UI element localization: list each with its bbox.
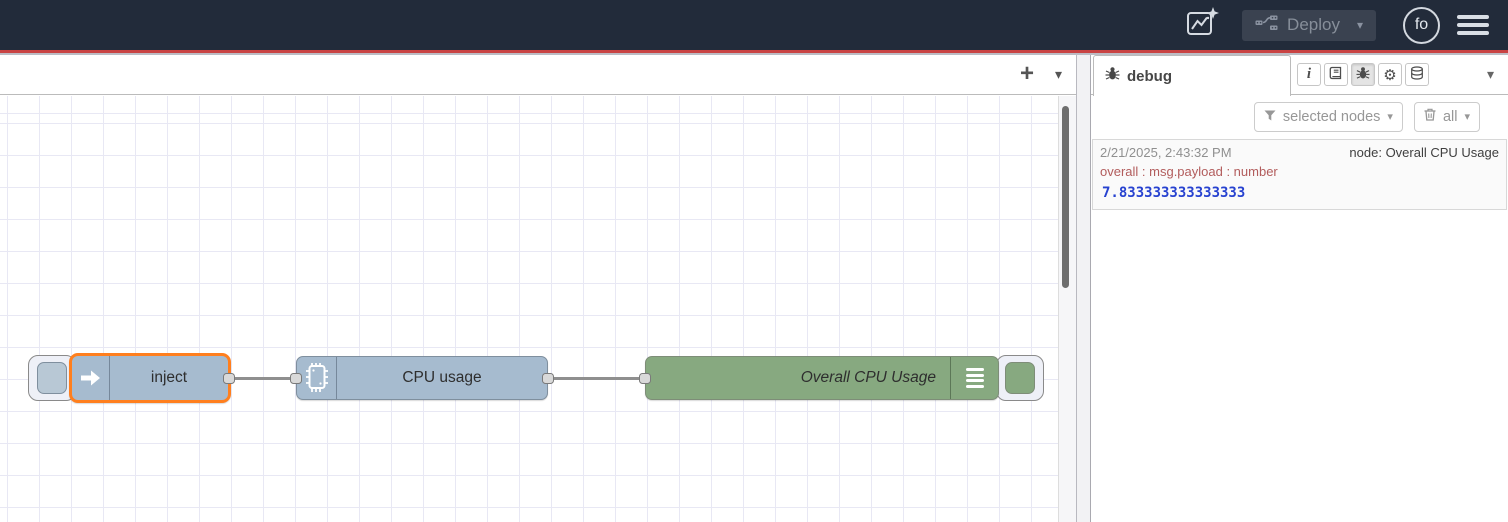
- main-area: + ▾ inject: [0, 55, 1508, 522]
- debug-toolbar: selected nodes ▾ all ▾: [1091, 95, 1508, 138]
- flow-canvas[interactable]: inject: [0, 96, 1076, 522]
- debug-tab-button[interactable]: [1351, 63, 1375, 86]
- main-menu-button[interactable]: [1457, 15, 1489, 35]
- node-cpu-usage[interactable]: CPU usage: [296, 356, 548, 400]
- inject-node-label: inject: [150, 369, 188, 386]
- debug-toggle-button[interactable]: [996, 355, 1044, 401]
- debug-sidebar: debug i: [1090, 55, 1508, 522]
- filter-selected-nodes-button[interactable]: selected nodes ▾: [1253, 101, 1403, 132]
- message-source-node: node: Overall CPU Usage: [1349, 145, 1499, 160]
- sidebar-menu-chevron-down-icon[interactable]: ▾: [1486, 66, 1494, 82]
- inject-arrow-icon: [72, 356, 110, 400]
- message-timestamp: 2/21/2025, 2:43:32 PM: [1100, 145, 1232, 160]
- sidebar-splitter[interactable]: [1077, 55, 1090, 522]
- deploy-nodes-icon: [1255, 15, 1278, 36]
- debug-message[interactable]: 2/21/2025, 2:43:32 PM node: Overall CPU …: [1092, 139, 1507, 210]
- node-inject[interactable]: inject: [69, 353, 231, 403]
- cpu-node-label: CPU usage: [402, 369, 482, 386]
- debug-node-label: Overall CPU Usage: [800, 369, 936, 386]
- header-bar: Deploy ▾ fo: [0, 0, 1508, 50]
- ai-assistant-button[interactable]: [1184, 5, 1220, 46]
- debug-list-icon: [950, 357, 998, 399]
- info-icon: i: [1306, 66, 1312, 82]
- wire-inject-to-cpu[interactable]: [229, 377, 296, 380]
- header-shadow-line: [0, 53, 1508, 55]
- header-accent-line: [0, 50, 1508, 53]
- config-tab-button[interactable]: ⚙: [1378, 63, 1402, 86]
- debug-input-port[interactable]: [639, 373, 651, 384]
- filter-chevron-down-icon: ▾: [1387, 111, 1393, 123]
- database-icon: [1410, 66, 1424, 83]
- tab-debug[interactable]: debug: [1093, 55, 1291, 96]
- book-icon: [1329, 66, 1343, 83]
- inject-output-port[interactable]: [223, 373, 235, 384]
- clear-messages-button[interactable]: all ▾: [1413, 101, 1480, 132]
- flow-list-chevron-down-icon[interactable]: ▾: [1054, 66, 1062, 82]
- deploy-label: Deploy: [1287, 15, 1340, 34]
- bug-icon: [1105, 66, 1120, 86]
- avatar-initials: fo: [1414, 16, 1429, 33]
- cpu-output-port[interactable]: [542, 373, 554, 384]
- debug-tab-label: debug: [1127, 67, 1172, 85]
- message-property-path: overall : msg.payload : number: [1100, 164, 1278, 179]
- deploy-chevron-down-icon[interactable]: ▾: [1356, 18, 1363, 32]
- sidebar-tabbar: debug i: [1091, 55, 1508, 96]
- add-flow-button[interactable]: +: [1019, 60, 1034, 87]
- node-debug-overall-cpu[interactable]: Overall CPU Usage: [645, 356, 999, 400]
- info-tab-button[interactable]: i: [1297, 63, 1321, 86]
- hamburger-icon: [1457, 15, 1489, 19]
- workspace-tabbar: + ▾: [0, 55, 1076, 95]
- workspace-region: + ▾ inject: [0, 55, 1077, 522]
- deploy-button[interactable]: Deploy ▾: [1242, 9, 1376, 41]
- clear-chevron-down-icon: ▾: [1464, 111, 1470, 123]
- bug-icon: [1356, 66, 1370, 83]
- filter-label: selected nodes: [1282, 108, 1381, 125]
- wire-cpu-to-debug[interactable]: [548, 377, 645, 380]
- canvas-vertical-scrollbar[interactable]: [1058, 96, 1076, 522]
- debug-message-list: 2/21/2025, 2:43:32 PM node: Overall CPU …: [1091, 139, 1508, 522]
- trash-icon: [1424, 108, 1436, 125]
- help-tab-button[interactable]: [1324, 63, 1348, 86]
- clear-label: all: [1442, 108, 1458, 125]
- gear-icon: ⚙: [1383, 65, 1397, 84]
- cpu-input-port[interactable]: [290, 373, 302, 384]
- canvas-scrollbar-thumb[interactable]: [1062, 106, 1069, 288]
- ai-chart-sparkle-icon: [1184, 5, 1220, 46]
- filter-funnel-icon: [1264, 109, 1276, 125]
- message-payload-value: 7.833333333333333: [1102, 185, 1246, 201]
- user-avatar[interactable]: fo: [1403, 6, 1440, 44]
- context-data-tab-button[interactable]: [1405, 63, 1429, 86]
- cpu-chip-icon: [297, 357, 337, 399]
- sidebar-icon-buttons: i: [1297, 63, 1429, 86]
